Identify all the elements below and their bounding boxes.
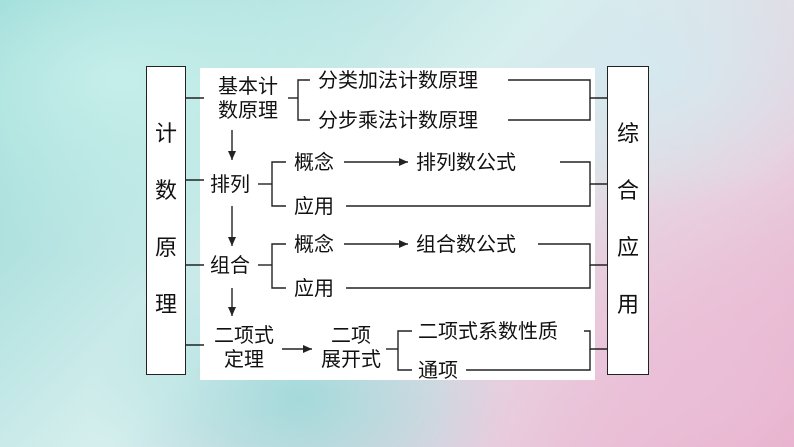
binomial-theorem-line2: 定理 (224, 347, 264, 371)
bracket-basic (297, 79, 310, 121)
permutation-application: 应用 (294, 194, 334, 218)
combination-label: 组合 (210, 253, 250, 277)
combination-application: 应用 (294, 276, 334, 300)
permutation-concept: 概念 (294, 150, 334, 174)
permutation-label: 排列 (210, 172, 250, 196)
bracket-permutation (271, 161, 286, 207)
combination-formula: 组合数公式 (416, 232, 516, 256)
binomial-coefficient-properties: 二项式系数性质 (418, 319, 558, 343)
combination-concept: 概念 (294, 232, 334, 256)
basic-principle-label: 基本计 数原理 (206, 74, 290, 122)
basic-principle-line2: 数原理 (218, 98, 278, 122)
binomial-expansion-line2: 展开式 (321, 347, 381, 371)
multiplication-principle: 分步乘法计数原理 (318, 108, 478, 132)
connector-rule1-right (508, 79, 607, 99)
binomial-theorem-line1: 二项式 (214, 323, 274, 347)
basic-principle-line1: 基本计 (218, 74, 278, 98)
bracket-binomial (397, 330, 412, 371)
binomial-expansion-line1: 二项 (331, 323, 371, 347)
binomial-theorem-label: 二项式 定理 (204, 323, 284, 371)
left-box-char: 理 (154, 292, 177, 318)
bracket-combination (271, 243, 286, 289)
comprehensive-application-box: 综 合 应 用 (607, 66, 649, 375)
general-term: 通项 (418, 358, 458, 382)
left-box-char: 数 (154, 179, 177, 205)
right-box-char: 用 (616, 292, 639, 318)
right-box-char: 应 (616, 235, 639, 261)
left-box-char: 原 (154, 235, 177, 261)
addition-principle: 分类加法计数原理 (318, 68, 478, 92)
binomial-expansion-label: 二项 展开式 (316, 323, 386, 371)
right-box-char: 综 (616, 122, 639, 148)
right-box-char: 合 (616, 179, 639, 205)
permutation-formula: 排列数公式 (416, 150, 516, 174)
counting-principle-box: 计 数 原 理 (146, 66, 186, 375)
left-box-char: 计 (154, 122, 177, 148)
